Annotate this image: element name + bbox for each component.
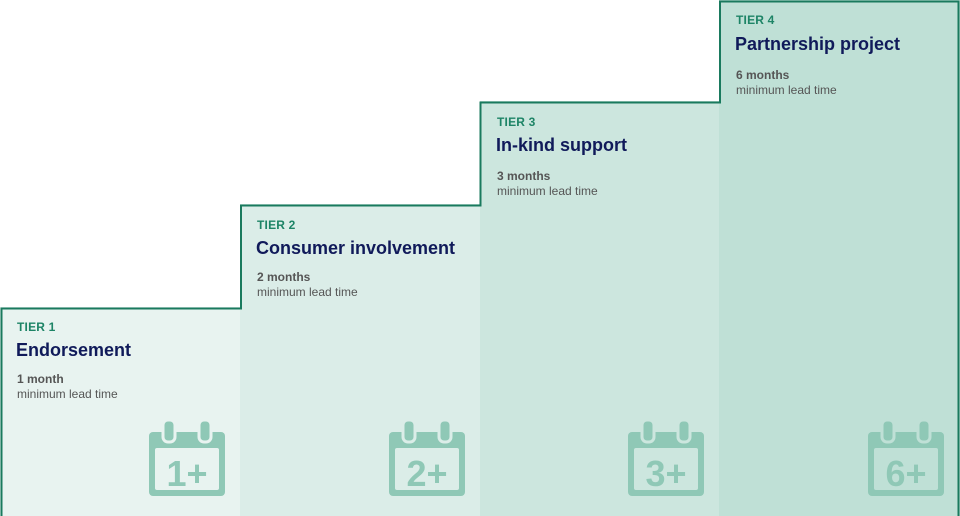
tier-title: Partnership project	[735, 34, 901, 54]
tier-lead-note: minimum lead time	[736, 83, 837, 97]
tier-label: TIER 1	[17, 320, 56, 334]
tier-4-step: TIER 4 Partnership project 6 months mini…	[719, 0, 960, 516]
tier-label: TIER 2	[257, 218, 296, 232]
calendar-icon: 3+	[626, 418, 706, 498]
calendar-icon-text: 3+	[645, 453, 686, 494]
tier-title: Consumer involvement	[256, 238, 456, 258]
tier-lead-time: 6 months	[736, 68, 790, 82]
tier-2-step: TIER 2 Consumer involvement 2 months min…	[240, 204, 481, 516]
tier-lead-time: 3 months	[497, 169, 551, 183]
calendar-icon: 2+	[387, 418, 467, 498]
calendar-icon: 1+	[147, 418, 227, 498]
tier-title: In-kind support	[496, 135, 627, 155]
calendar-icon-text: 6+	[885, 453, 926, 494]
tier-lead-time: 2 months	[257, 270, 311, 284]
tier-lead-note: minimum lead time	[257, 285, 358, 299]
tier-1-step: TIER 1 Endorsement 1 month minimum lead …	[0, 307, 241, 516]
tier-label: TIER 3	[497, 115, 536, 129]
tier-lead-note: minimum lead time	[497, 184, 598, 198]
tier-lead-time: 1 month	[17, 372, 64, 386]
calendar-icon-text: 2+	[406, 453, 447, 494]
tier-3-step: TIER 3 In-kind support 3 months minimum …	[480, 101, 720, 516]
calendar-icon-text: 1+	[166, 453, 207, 494]
calendar-icon: 6+	[866, 418, 946, 498]
tier-label: TIER 4	[736, 13, 775, 27]
tier-lead-note: minimum lead time	[17, 387, 118, 401]
tier-title: Endorsement	[16, 340, 132, 360]
